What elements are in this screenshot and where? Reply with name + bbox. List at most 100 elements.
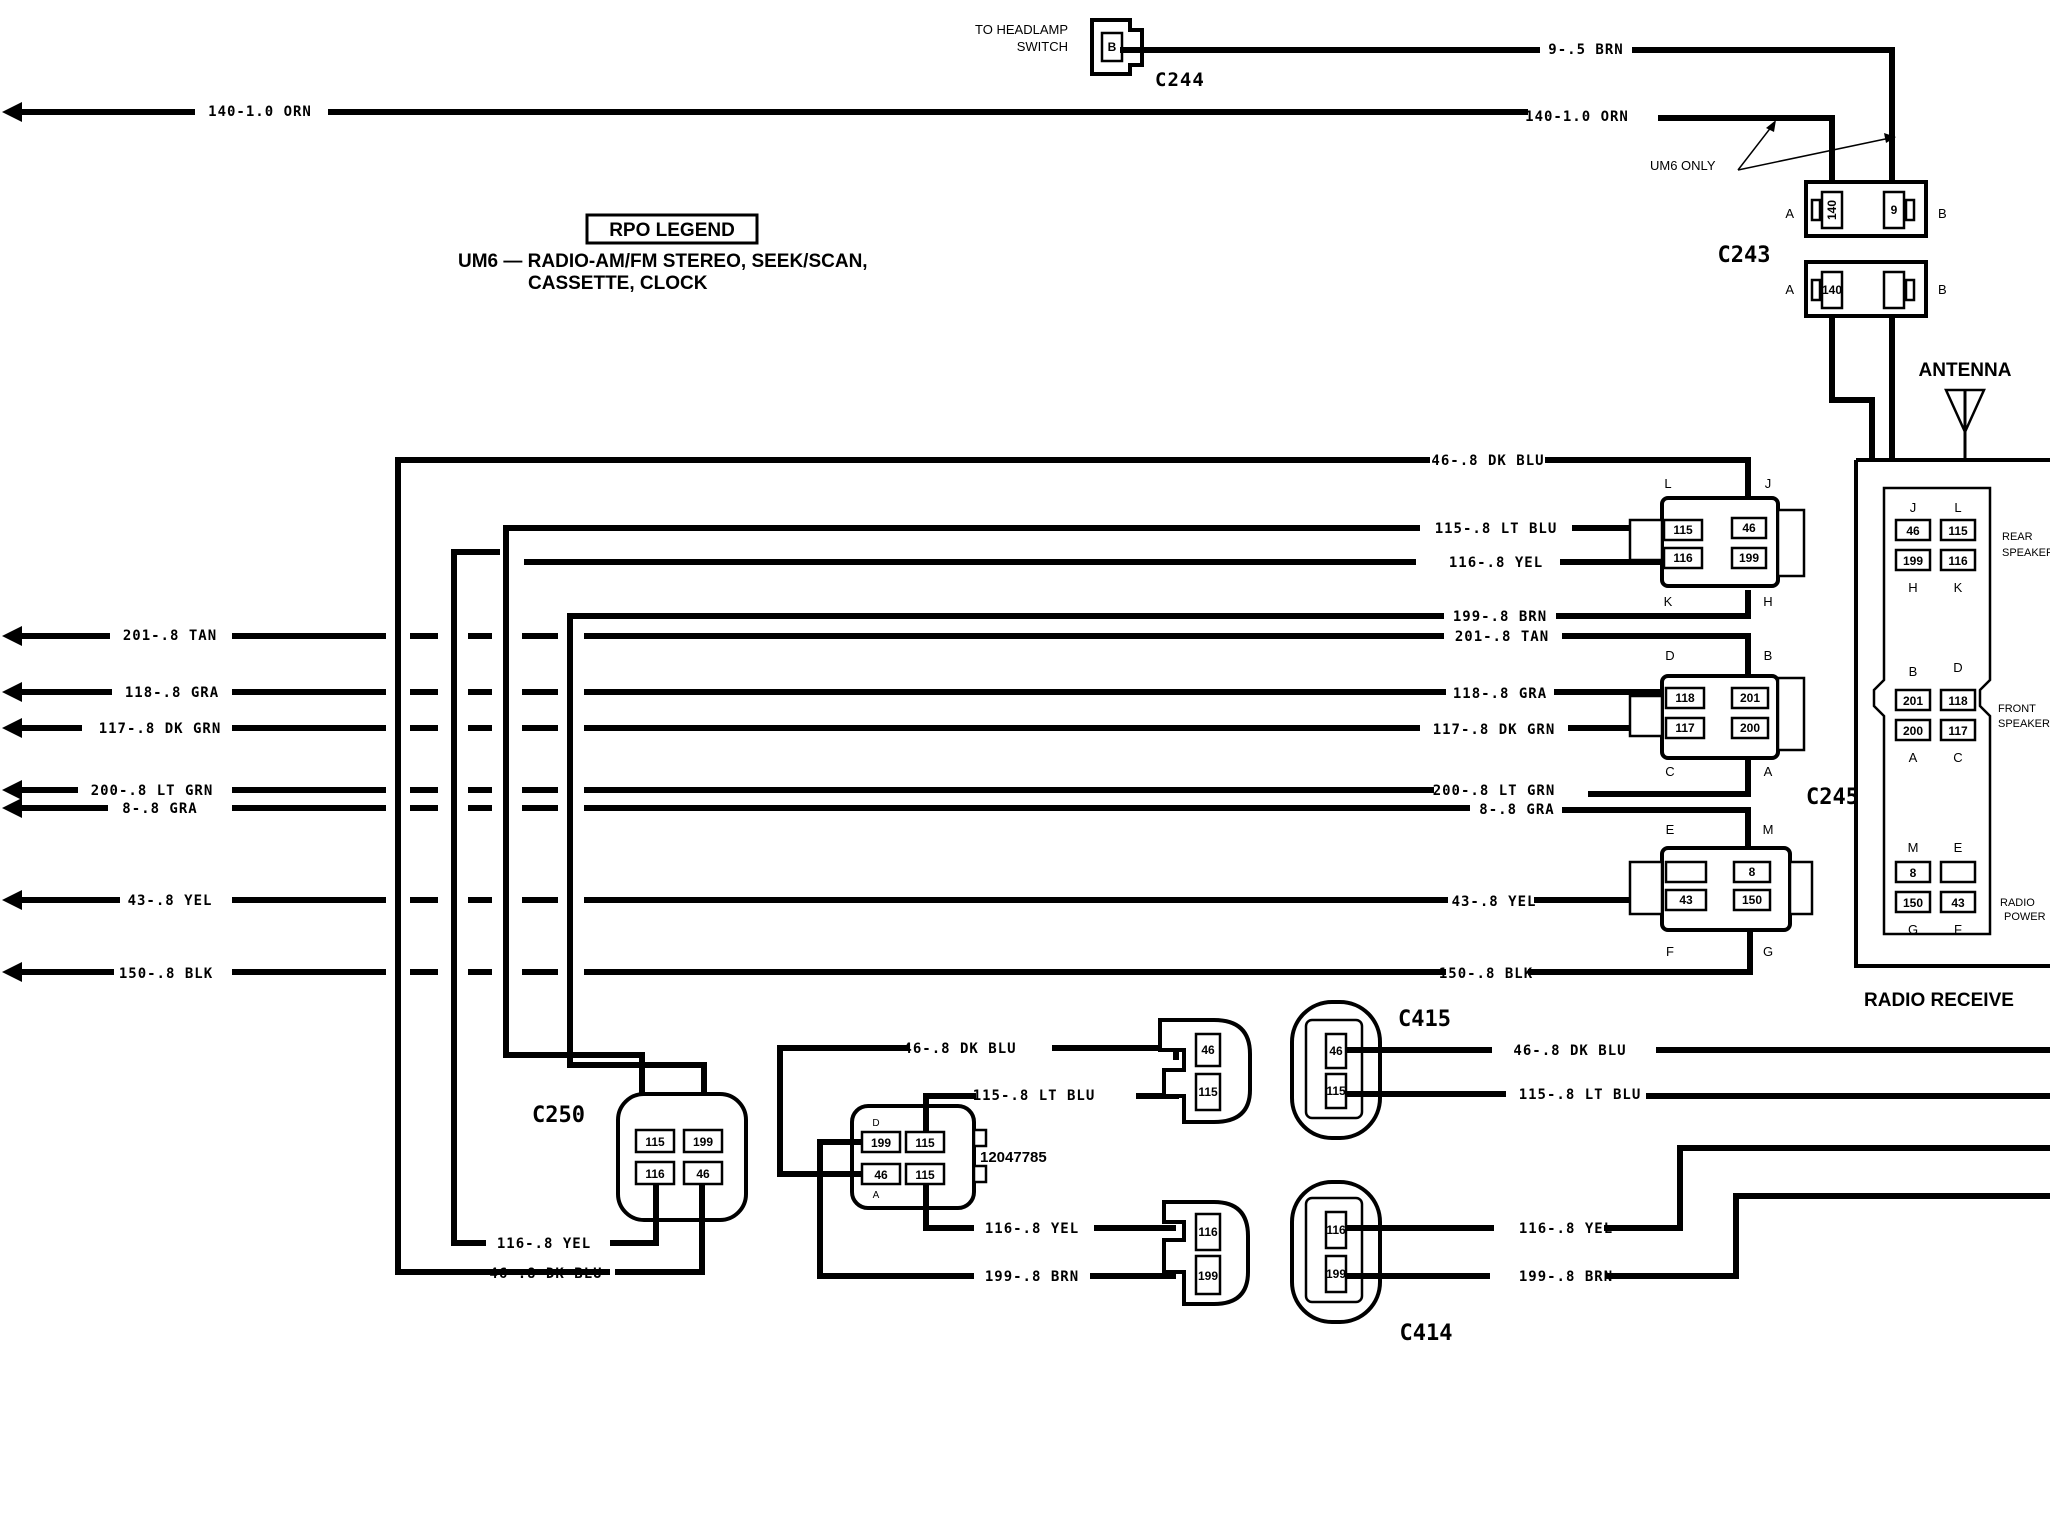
rear-cav-116: 116 bbox=[1948, 554, 1968, 568]
c414-cav-116: 116 bbox=[1326, 1223, 1346, 1237]
c415-wire-115-label: 115-.8 LT BLU bbox=[1519, 1087, 1642, 1103]
c245-b3-pin-f: F bbox=[1666, 944, 1674, 959]
c245-b2-pin-d: D bbox=[1665, 648, 1674, 663]
splice-cav-115-bottom: 115 bbox=[915, 1168, 935, 1182]
c243-top-cav-140: 140 bbox=[1825, 200, 1839, 220]
small-bot-cav-199: 199 bbox=[1198, 1269, 1218, 1283]
rear-speaker-label-2: SPEAKER bbox=[2002, 547, 2050, 559]
front-pin-d: D bbox=[1953, 660, 1962, 675]
rpo-legend-line-1: UM6 — RADIO-AM/FM STEREO, SEEK/SCAN, bbox=[458, 251, 868, 272]
c243-top-cav-9: 9 bbox=[1891, 203, 1898, 217]
c250-cav-46: 46 bbox=[696, 1167, 710, 1181]
c244-pin: B bbox=[1108, 40, 1117, 54]
wire-9-label: 9-.5 BRN bbox=[1548, 42, 1623, 58]
wire-150-right-label: 150-.8 BLK bbox=[1439, 966, 1533, 982]
rear-speaker-label-1: REAR bbox=[2002, 531, 2033, 543]
c250-name: C250 bbox=[532, 1103, 585, 1128]
rpo-legend-title: RPO LEGEND bbox=[609, 220, 735, 241]
wire-201-left-label: 201-.8 TAN bbox=[123, 628, 217, 644]
c245-b3-cav-8: 8 bbox=[1749, 865, 1756, 879]
wire-8-right-label: 8-.8 GRA bbox=[1479, 802, 1554, 818]
radio-power-label-2: POWER bbox=[2004, 911, 2046, 923]
power-cav-8: 8 bbox=[1910, 866, 1917, 880]
rear-cav-46: 46 bbox=[1906, 524, 1920, 538]
c245-b3-pin-m: M bbox=[1763, 822, 1774, 837]
c243-pin-b-bot: B bbox=[1938, 282, 1947, 297]
c245-b1-cav-199: 199 bbox=[1739, 551, 1759, 565]
c250-cav-115: 115 bbox=[645, 1135, 665, 1149]
c243-pin-a-bot: A bbox=[1785, 282, 1794, 297]
small-bot-cav-116: 116 bbox=[1198, 1225, 1218, 1239]
splice-pin-d: D bbox=[872, 1118, 879, 1129]
power-pin-g: G bbox=[1908, 922, 1918, 937]
c245-b1-cav-116: 116 bbox=[1673, 551, 1693, 565]
c245-block-front: 118 201 117 200 D B C A bbox=[1628, 648, 1806, 779]
wire-117-left-label: 117-.8 DK GRN bbox=[99, 721, 222, 737]
rear-pin-k: K bbox=[1954, 580, 1963, 595]
wire-115-label: 115-.8 LT BLU bbox=[1435, 521, 1558, 537]
c414-cav-199: 199 bbox=[1326, 1267, 1346, 1281]
small-top-cav-46: 46 bbox=[1201, 1043, 1215, 1057]
wire-199-label: 199-.8 BRN bbox=[1453, 609, 1547, 625]
power-pin-e: E bbox=[1954, 840, 1963, 855]
c245-b2-cav-201: 201 bbox=[1740, 691, 1760, 705]
wire-150-left-label: 150-.8 BLK bbox=[119, 966, 213, 982]
c245-b1-cav-115: 115 bbox=[1673, 523, 1693, 537]
wire-201-right-label: 201-.8 TAN bbox=[1455, 629, 1549, 645]
c250-cav-199: 199 bbox=[693, 1135, 713, 1149]
rpo-legend-box bbox=[585, 213, 759, 245]
rear-pin-l: L bbox=[1954, 500, 1961, 515]
front-cav-118: 118 bbox=[1948, 694, 1968, 708]
c245-b2-cav-200: 200 bbox=[1740, 721, 1760, 735]
c245-b2-pin-c: C bbox=[1665, 764, 1674, 779]
wire-118-left-label: 118-.8 GRA bbox=[125, 685, 219, 701]
c245-b1-pin-h: H bbox=[1763, 594, 1772, 609]
c245-b2-cav-117: 117 bbox=[1675, 721, 1695, 735]
wire-140-right-label: 140-1.0 ORN bbox=[1525, 109, 1629, 125]
front-cav-200: 200 bbox=[1903, 724, 1923, 738]
splice-wire-115-label: 115-.8 LT BLU bbox=[973, 1088, 1096, 1104]
splice-cav-115-top: 115 bbox=[915, 1136, 935, 1150]
splice-pin-a: A bbox=[873, 1190, 880, 1201]
c243-connector-bottom: 140 bbox=[1804, 260, 1928, 318]
c415-cav-46: 46 bbox=[1329, 1044, 1343, 1058]
front-pin-c: C bbox=[1953, 750, 1962, 765]
wire-200-left-label: 200-.8 LT GRN bbox=[91, 783, 214, 799]
wire-140-left-label: 140-1.0 ORN bbox=[208, 104, 312, 120]
c245-b3-pin-e: E bbox=[1666, 822, 1675, 837]
rear-speaker-cavities: J L 46 115 199 116 H K REAR SPEAKER bbox=[1894, 500, 2050, 595]
power-pin-f: F bbox=[1954, 922, 1962, 937]
rear-cav-199: 199 bbox=[1903, 554, 1923, 568]
splice-cav-46: 46 bbox=[874, 1168, 888, 1182]
radio-receiver-title: RADIO RECEIVE bbox=[1864, 990, 2014, 1011]
c243-pin-b-top: B bbox=[1938, 206, 1947, 221]
um6-only-label: UM6 ONLY bbox=[1650, 158, 1716, 173]
radio-power-label-1: RADIO bbox=[2000, 897, 2035, 909]
c414-wire-199-label: 199-.8 BRN bbox=[1519, 1269, 1613, 1285]
small-connector-top: 46 115 bbox=[1158, 1018, 1252, 1124]
splice-wire-199-label: 199-.8 BRN bbox=[985, 1269, 1079, 1285]
power-pin-m: M bbox=[1908, 840, 1919, 855]
front-speaker-label-2: SPEAKER bbox=[1998, 718, 2050, 730]
splice-cav-199: 199 bbox=[871, 1136, 891, 1150]
c250-cav-116: 116 bbox=[645, 1167, 665, 1181]
c250-wire-46-label: 46-.8 DK BLU bbox=[489, 1266, 602, 1282]
c245-b1-pin-j: J bbox=[1765, 476, 1772, 491]
c245-block-rear: 115 46 116 199 L J K H bbox=[1628, 476, 1806, 609]
c250-connector: 115 199 116 46 bbox=[616, 1092, 748, 1222]
front-speaker-label-1: FRONT bbox=[1998, 703, 2036, 715]
c415-connector: 46 115 bbox=[1290, 1000, 1382, 1140]
front-cav-117: 117 bbox=[1948, 724, 1968, 738]
c244-connector: B bbox=[1090, 18, 1144, 76]
c245-block-power: 8 43 150 E M F G bbox=[1628, 822, 1814, 959]
c245-b3-cav-43: 43 bbox=[1679, 893, 1693, 907]
c415-wire-46-label: 46-.8 DK BLU bbox=[1513, 1043, 1626, 1059]
small-connector-bottom: 116 199 bbox=[1162, 1200, 1250, 1306]
c245-b3-cav-150: 150 bbox=[1742, 893, 1762, 907]
c414-name: C414 bbox=[1400, 1321, 1453, 1346]
headlamp-label-1: TO HEADLAMP bbox=[975, 22, 1068, 37]
c250-wire-116-label: 116-.8 YEL bbox=[497, 1236, 591, 1252]
c415-name: C415 bbox=[1398, 1007, 1451, 1032]
rear-pin-h: H bbox=[1908, 580, 1917, 595]
